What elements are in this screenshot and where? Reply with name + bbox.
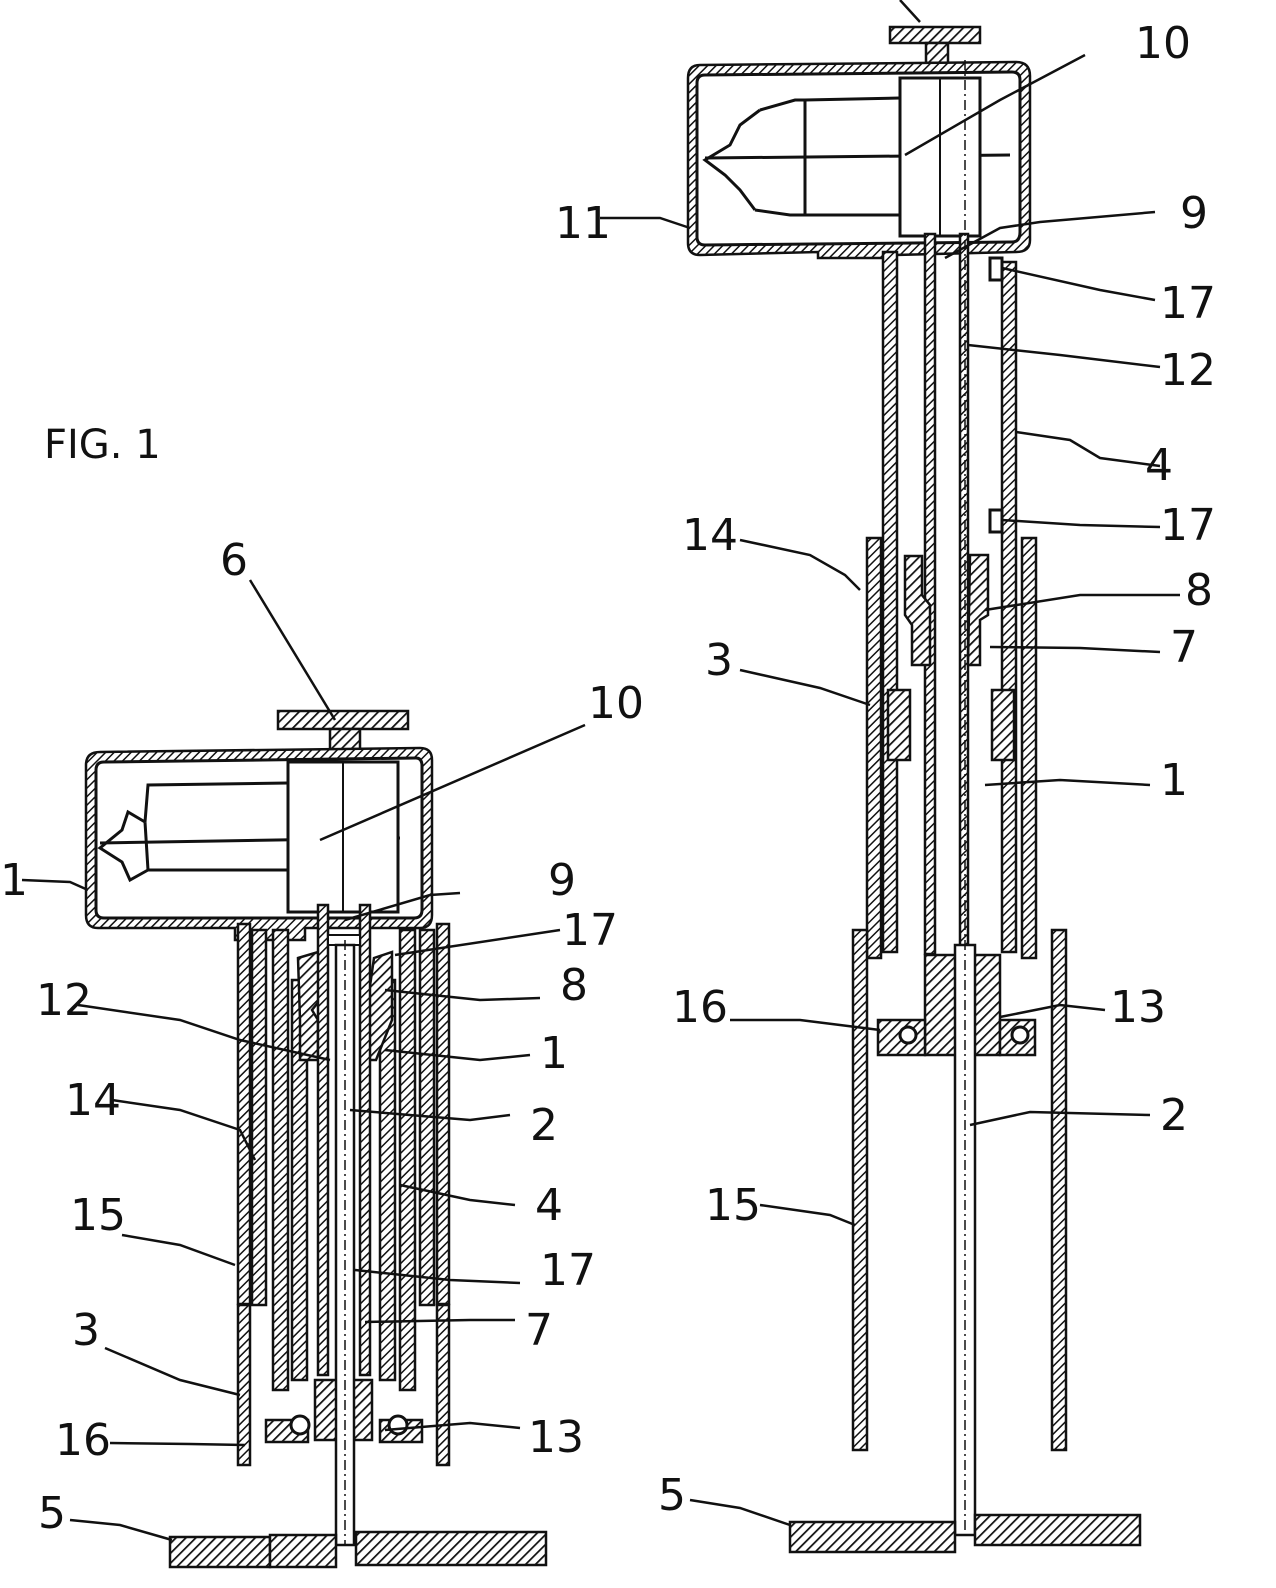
right-label-13: 13: [1110, 982, 1166, 1033]
left-label-17a: 17: [562, 905, 618, 956]
right-label-2: 2: [1160, 1090, 1188, 1141]
right-label-7: 7: [1170, 622, 1198, 673]
right-label-17a: 17: [1160, 278, 1216, 329]
right-label-15: 15: [705, 1180, 761, 1231]
left-label-14: 14: [65, 1075, 121, 1126]
right-handle: [888, 0, 982, 65]
right-view: 10 11 9 17 12 4 17 14 8 7 3 1 16 13 2 15…: [555, 0, 1216, 1554]
left-label-6: 6: [220, 535, 248, 586]
right-label-3: 3: [705, 635, 733, 686]
right-label-17b: 17: [1160, 500, 1216, 551]
left-label-7: 7: [525, 1305, 553, 1356]
right-tubes: [851, 60, 1068, 1537]
left-label-16: 16: [55, 1415, 111, 1466]
right-base-plate: [788, 1513, 1142, 1554]
left-label-3: 3: [72, 1305, 100, 1356]
left-label-2: 2: [530, 1100, 558, 1151]
left-label-4: 4: [535, 1180, 563, 1231]
left-handle: [276, 709, 410, 753]
left-motor: [97, 760, 401, 914]
left-label-5: 5: [38, 1488, 66, 1539]
right-label-14: 14: [682, 510, 738, 561]
right-label-5: 5: [658, 1470, 686, 1521]
right-label-9: 9: [1180, 188, 1208, 239]
left-label-13: 13: [528, 1412, 584, 1463]
left-label-9: 9: [548, 855, 576, 906]
left-base-plate: [168, 1530, 548, 1569]
right-label-16: 16: [672, 982, 728, 1033]
left-label-1a: 1: [0, 855, 28, 906]
right-label-4: 4: [1145, 440, 1173, 491]
left-telescopic-tubes: [236, 903, 451, 1547]
left-label-17b: 17: [540, 1245, 596, 1296]
right-label-12: 12: [1160, 345, 1216, 396]
right-label-8: 8: [1185, 565, 1213, 616]
left-label-15: 15: [70, 1190, 126, 1241]
left-label-12: 12: [36, 975, 92, 1026]
right-label-10: 10: [1135, 18, 1191, 69]
figure-title: FIG. 1: [44, 422, 161, 468]
right-label-1: 1: [1160, 755, 1188, 806]
right-motor: [702, 76, 1011, 238]
right-label-11: 11: [555, 198, 611, 249]
left-view: 6 10 1 9 17 12 8 1 14 2 15 4 17 3 7 16 1…: [0, 535, 644, 1569]
left-label-10: 10: [588, 678, 644, 729]
left-label-8: 8: [560, 960, 588, 1011]
left-label-1b: 1: [540, 1028, 568, 1079]
